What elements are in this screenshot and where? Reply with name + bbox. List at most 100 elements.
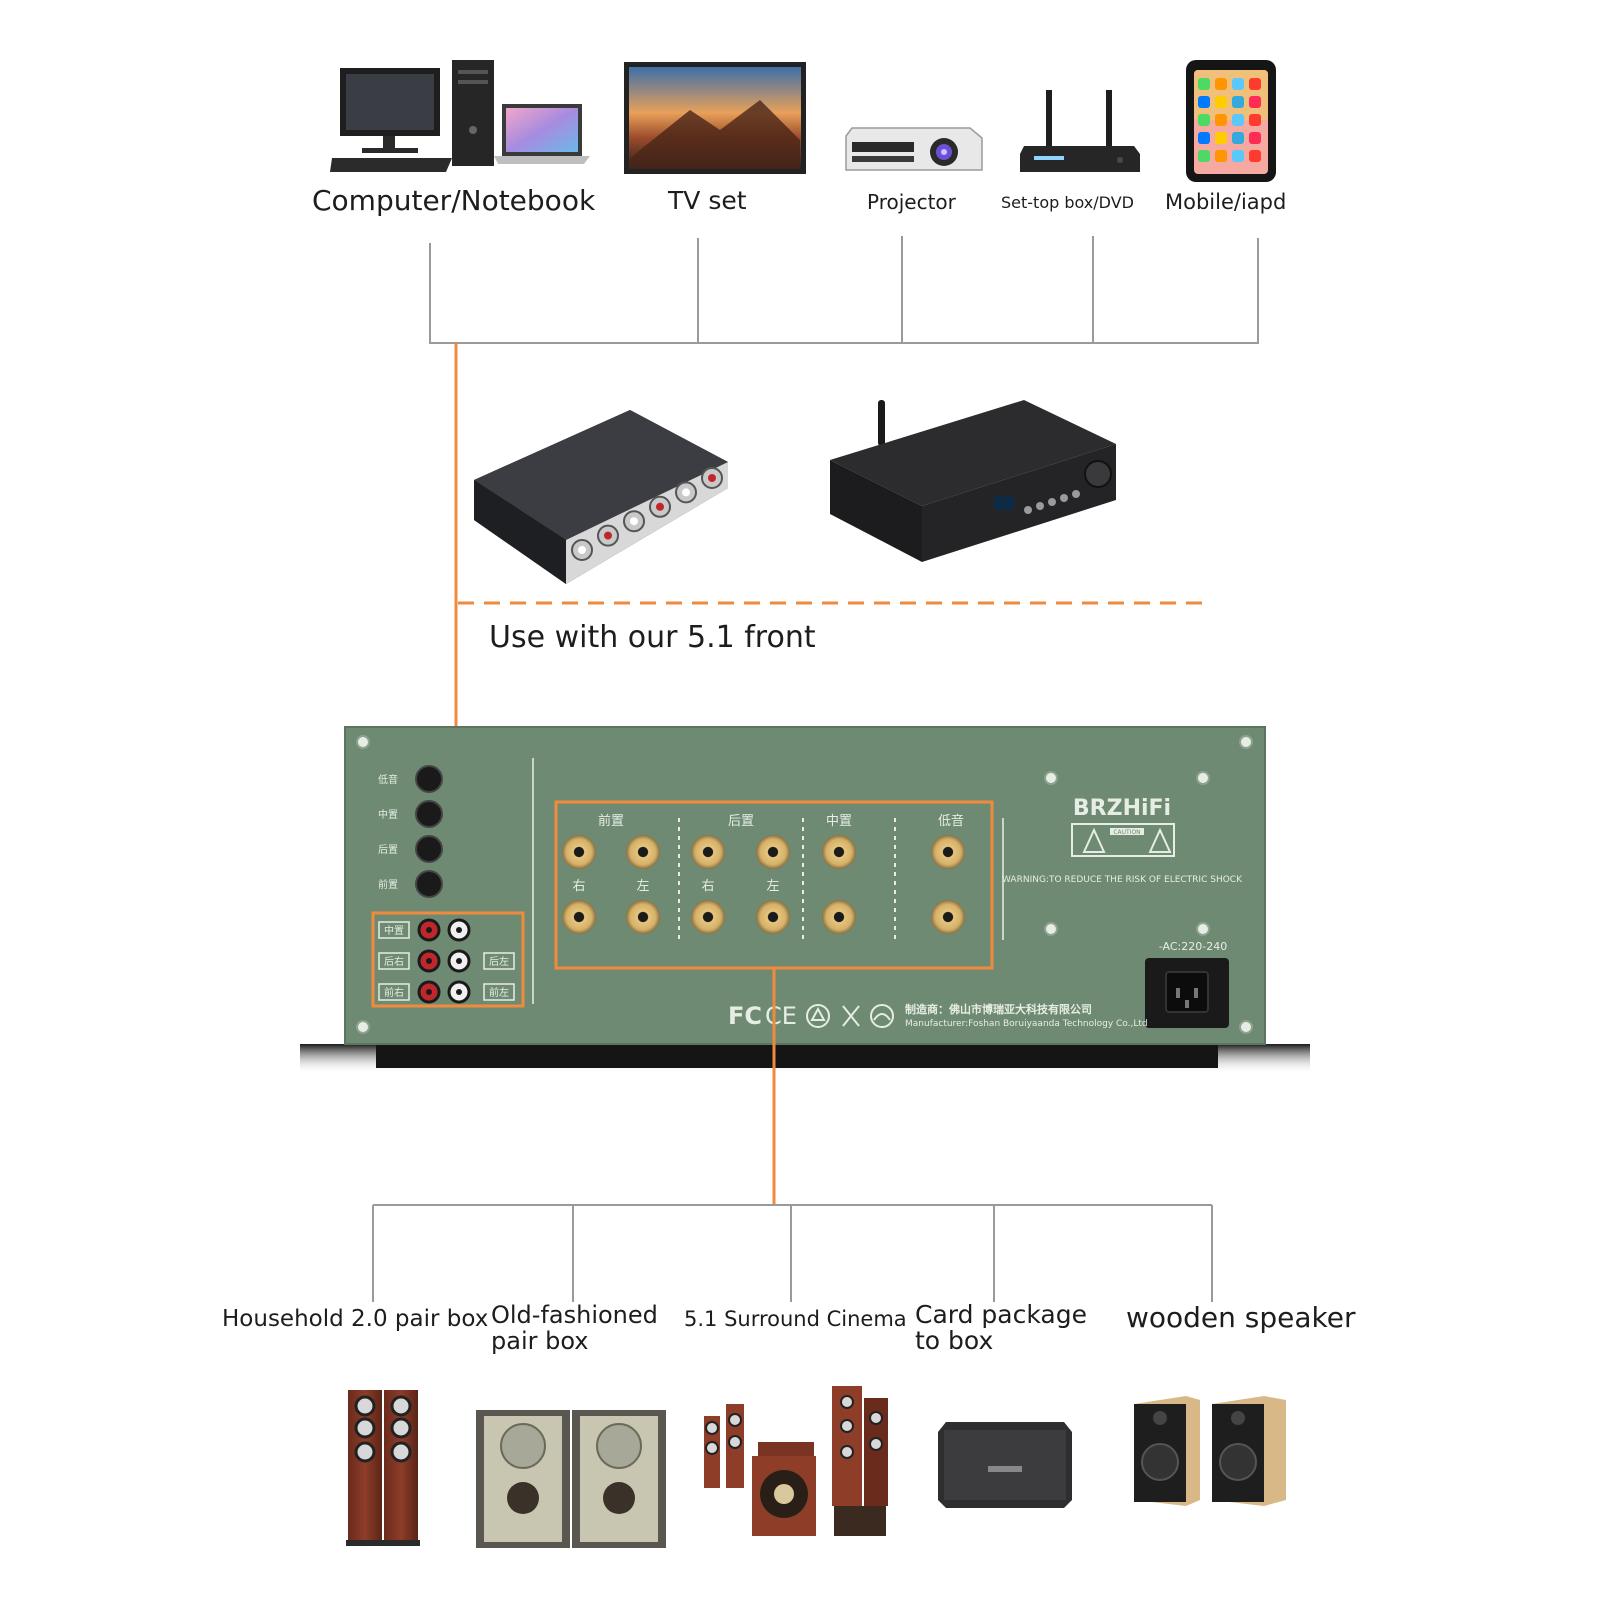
front-amp-knobs [1024, 490, 1080, 514]
destination-label-line: Household 2.0 pair box [222, 1306, 489, 1332]
floorstanding-speaker-icon [346, 1390, 420, 1546]
computer-notebook-icon [330, 60, 590, 172]
projector-icon [845, 127, 983, 171]
source-label-mobile: Mobile/iapd [1165, 190, 1287, 214]
terminal-sub-labels: 右左右左 [572, 879, 779, 894]
terminal-group-label: 低音 [938, 813, 964, 829]
app-tile [1215, 114, 1227, 126]
panel-screw [356, 1020, 370, 1034]
speaker-terminals [562, 835, 965, 934]
source-label-settopbox: Set-top box/DVD [1001, 193, 1134, 212]
rca-label: 后左 [489, 955, 509, 968]
caution-text: CAUTION [1113, 829, 1140, 836]
app-grid [1198, 78, 1261, 162]
rca-label: 后右 [384, 955, 404, 968]
app-tile [1249, 132, 1261, 144]
speaker-terminal [822, 900, 856, 934]
panel-screw [1196, 922, 1210, 936]
speaker-terminal [756, 900, 790, 934]
panel-screw [1239, 735, 1253, 749]
speaker-terminal [931, 835, 965, 869]
rca-jack-pin [456, 927, 462, 933]
speaker-driver [869, 1437, 883, 1451]
set-top-box-icon [1020, 90, 1140, 172]
karaoke-speaker-icon [938, 1422, 1072, 1508]
rca-input-jacks [417, 918, 471, 1004]
speaker-driver [390, 1441, 412, 1463]
tv-icon [624, 62, 806, 174]
speaker-driver [354, 1417, 376, 1439]
rca-label: 前右 [384, 986, 404, 999]
panel-screw [1239, 1020, 1253, 1034]
source-label-computer: Computer/Notebook [312, 184, 596, 217]
destination-label-wooden: wooden speaker [1126, 1304, 1356, 1332]
speaker-driver [354, 1441, 376, 1463]
app-tile [1232, 150, 1244, 162]
panel-screws [356, 735, 1253, 1034]
front-amp-knob [1048, 498, 1056, 506]
speaker-terminal [691, 835, 725, 869]
terminal-sub-label: 左 [636, 879, 649, 894]
decoder-rca-jacks [571, 467, 723, 561]
terminal-group-label: 后置 [728, 814, 754, 829]
destination-label-household: Household 2.0 pair box [222, 1306, 488, 1332]
speaker-terminal [691, 900, 725, 934]
speaker-driver [840, 1395, 854, 1409]
amplifier-rear-panel [300, 726, 1310, 1074]
rca-label-box [378, 921, 410, 939]
front-amp-knob [1072, 490, 1080, 498]
manufacturer-en: Manufacturer:Foshan Boruiyaanda Technolo… [905, 1019, 1148, 1029]
app-tile [1249, 150, 1261, 162]
panel-screw [356, 735, 370, 749]
rca-jack-pin [426, 989, 432, 995]
app-tile [1215, 78, 1227, 90]
rca-label-box [378, 952, 410, 970]
app-tile [1232, 114, 1244, 126]
app-tile [1232, 132, 1244, 144]
app-tile [1249, 114, 1261, 126]
panel-screw [1196, 771, 1210, 785]
speaker-terminal [822, 835, 856, 869]
terminal-group-labels: 前置后置中置低音 [598, 813, 964, 829]
knob-label: 中置 [378, 808, 398, 821]
app-tile [1198, 78, 1210, 90]
volume-knob [415, 870, 443, 898]
rca-label-box [483, 952, 515, 970]
speaker-driver [840, 1419, 854, 1433]
rca-jack-pin [456, 989, 462, 995]
front-amp-knob [1060, 494, 1068, 502]
manufacturer-cn: 制造商：佛山市博瑞亚大科技有限公司 [905, 1002, 1092, 1016]
destination-label-line: Old-fashioned [491, 1301, 658, 1329]
speaker-driver [840, 1445, 854, 1459]
decoder-jack-core [656, 502, 664, 511]
brand-logo: BRZHiFi [1073, 796, 1171, 821]
speaker-driver [390, 1417, 412, 1439]
speaker-driver [390, 1395, 412, 1417]
terminal-sub-label: 右 [701, 879, 714, 894]
app-tile [1232, 96, 1244, 108]
destination-label-line: 5.1 Surround Cinema [684, 1307, 907, 1331]
app-tile [1198, 96, 1210, 108]
ce-mark: CE [765, 1002, 797, 1030]
speaker-driver [354, 1395, 376, 1417]
decoder-jack-core [682, 488, 690, 497]
rca-jack-pin [456, 958, 462, 964]
destination-label-surround: 5.1 Surround Cinema [684, 1306, 907, 1332]
power-inlet [1145, 958, 1229, 1028]
app-tile [1198, 132, 1210, 144]
terminal-group-dividers [678, 818, 896, 940]
volume-knob [415, 765, 443, 793]
mobile-phone-icon [1186, 60, 1276, 182]
rca-input-highlight [371, 911, 525, 1008]
rca-label: 中置 [384, 924, 404, 937]
speaker-terminal [562, 835, 596, 869]
app-tile [1215, 150, 1227, 162]
voltage-label: -AC:220-240 [1159, 940, 1227, 953]
rca-jack-pin [426, 958, 432, 964]
terminal-sub-label: 右 [572, 879, 585, 894]
destination-label-oldfashioned: Old-fashioned pair box [491, 1302, 658, 1354]
